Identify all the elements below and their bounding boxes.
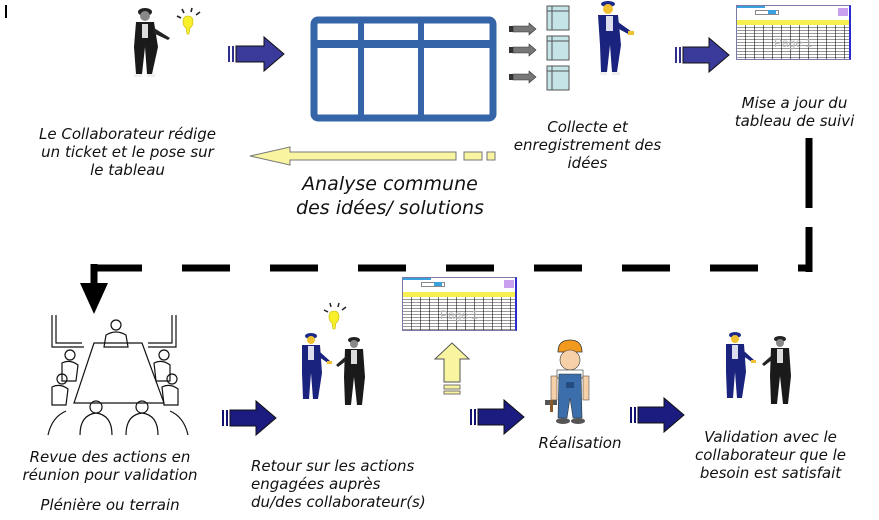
person-idea-icon xyxy=(134,7,201,77)
flow-arrow-icon xyxy=(630,396,685,434)
sheet-titlebar xyxy=(403,278,431,280)
sheet-box xyxy=(421,282,445,287)
label-line: le tableau xyxy=(90,161,165,179)
two-people-icon xyxy=(726,332,791,404)
spreadsheet-icon: Page 1 xyxy=(402,277,517,331)
arrow-up-icon xyxy=(433,342,471,395)
sheet-page-label: Page 1 xyxy=(773,36,813,50)
label-line: du/des collaborateur(s) xyxy=(251,493,426,511)
lightbulb-icon xyxy=(323,302,347,330)
step-collecte-label: Collecte et enregistrement des idées xyxy=(500,118,675,172)
label-line: Validation avec le xyxy=(704,428,837,446)
sheet-button xyxy=(768,10,776,14)
sheet-box xyxy=(755,10,779,15)
label-line: engagées auprès xyxy=(251,475,381,493)
grey-arrow-icon xyxy=(509,43,537,57)
label-line: réunion pour validation xyxy=(22,466,198,484)
worker-hammer-icon xyxy=(545,339,590,424)
label-line: collaborateur que le xyxy=(695,446,846,464)
worker-figure xyxy=(302,333,332,399)
label-line: Revue des actions en xyxy=(29,448,191,466)
feedback-arrow-icon xyxy=(249,146,496,166)
step-redaction-label: Le Collaborateur rédige un ticket et le … xyxy=(20,125,235,179)
two-people-idea-icon xyxy=(302,302,365,405)
sheet-page-label: Page 1 xyxy=(439,308,479,322)
spreadsheet-icon: Page 1 xyxy=(736,5,851,60)
flow-arrow-icon xyxy=(222,399,277,437)
sheet-tag xyxy=(504,280,514,288)
arrow-down-icon xyxy=(80,283,108,314)
person-figure xyxy=(134,8,170,77)
sheet-titlebar xyxy=(737,6,765,8)
grey-arrow-icon xyxy=(509,22,537,36)
person-figure xyxy=(762,336,791,404)
label-line: idées xyxy=(567,154,608,172)
text-cursor xyxy=(5,5,7,18)
label-line: besoin est satisfait xyxy=(699,464,842,482)
step-retour-label: Retour sur les actions engagées auprès d… xyxy=(251,457,451,511)
sheet-tag xyxy=(838,8,848,16)
label-line: des idées/ solutions xyxy=(296,197,484,219)
feedback-label: Analyse commune des idées/ solutions xyxy=(290,172,490,220)
board-grid-icon xyxy=(310,16,497,122)
lightbulb-icon xyxy=(176,7,201,35)
label-line: tableau de suivi xyxy=(734,112,855,130)
step-revue-label: Revue des actions en réunion pour valida… xyxy=(10,448,210,484)
sheet-header-row xyxy=(403,292,515,297)
step-realisation-label: Réalisation xyxy=(538,434,622,452)
label-line: Le Collaborateur rédige xyxy=(39,125,216,143)
label-line: enregistrement des xyxy=(513,136,662,154)
worker-collecting-icon xyxy=(598,1,634,75)
label-line: Retour sur les actions xyxy=(251,457,415,475)
sheet-grid xyxy=(403,297,515,330)
flow-arrow-icon xyxy=(228,35,285,73)
sheet-grid xyxy=(737,25,849,59)
collect-cards-icon xyxy=(509,5,570,91)
idea-card-icon xyxy=(546,5,570,31)
person-figure xyxy=(336,337,365,405)
flow-arrow-icon xyxy=(470,398,525,436)
step-mise-a-jour-label: Mise a jour du tableau de suivi xyxy=(722,94,867,130)
worker-figure xyxy=(726,332,756,398)
label-line: Collecte et xyxy=(547,118,628,136)
label-line: Analyse commune xyxy=(302,173,478,195)
sheet-header-row xyxy=(737,20,849,25)
idea-card-icon xyxy=(546,35,570,61)
flow-arrow-icon xyxy=(675,36,730,74)
step-revue-sublabel: Plénière ou terrain xyxy=(40,496,180,514)
label-line: un ticket et le pose sur xyxy=(41,143,214,161)
label-line: Mise a jour du xyxy=(741,94,848,112)
meeting-icon xyxy=(47,315,189,436)
step-validation-label: Validation avec le collaborateur que le … xyxy=(683,428,858,482)
idea-card-icon xyxy=(546,65,570,91)
sheet-button xyxy=(434,282,442,286)
grey-arrow-icon xyxy=(509,70,537,84)
